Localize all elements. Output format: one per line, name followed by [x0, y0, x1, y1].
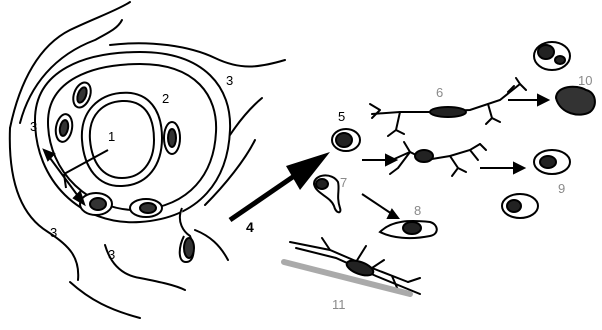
- label-9: 9: [558, 182, 565, 196]
- label-7: 7: [340, 176, 347, 190]
- tissue-line-right2: [230, 98, 262, 135]
- label-4: 4: [246, 220, 254, 234]
- label-11: 11: [332, 298, 346, 312]
- label-3-bottom: 3: [108, 248, 115, 262]
- label-10: 10: [578, 74, 592, 88]
- label-3-right: 3: [226, 74, 233, 88]
- lumen-wall: [82, 93, 162, 186]
- label-2: 2: [162, 92, 169, 106]
- label-1: 1: [108, 130, 115, 144]
- cell-6: [370, 78, 526, 136]
- label-6: 6: [436, 86, 443, 100]
- label-8: 8: [414, 204, 421, 218]
- cell-10b: [556, 87, 595, 115]
- tissue-line-right3: [205, 140, 255, 205]
- lumen-wall-inner: [90, 101, 154, 178]
- label-3-left: 3: [30, 120, 37, 134]
- cell-7-branched: [390, 142, 486, 176]
- tissue-outline-bottom: [105, 245, 185, 290]
- tissue-line-right4: [195, 230, 228, 260]
- label-5: 5: [338, 110, 345, 124]
- tissue-line-right1: [110, 43, 285, 66]
- tissue-outline-bottom2: [70, 282, 140, 318]
- label-3-bottom-left: 3: [50, 226, 57, 240]
